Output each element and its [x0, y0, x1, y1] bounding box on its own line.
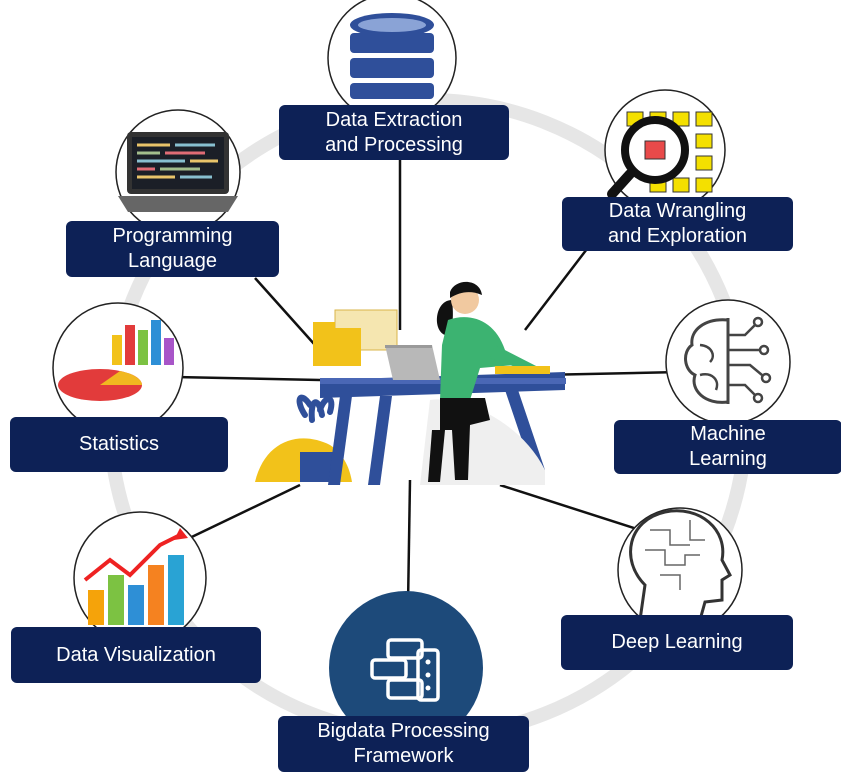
connector-viz — [174, 483, 301, 547]
connector-prog — [254, 277, 316, 346]
label-bigdata-framework-text: Bigdata Processing Framework — [317, 720, 490, 767]
laptop-code-icon — [115, 109, 241, 235]
label-machine-learning-text: Machine Learning — [689, 423, 767, 470]
connector-stats — [174, 375, 321, 382]
database-icon — [327, 0, 457, 123]
label-bigdata-framework: Bigdata Processing Framework — [278, 716, 529, 772]
label-deep-learning: Deep Learning — [561, 615, 793, 670]
pie-bar-chart-icon — [52, 302, 184, 434]
magnifier-grid-icon — [604, 89, 726, 211]
central-illustration — [255, 281, 566, 485]
head-circuit-icon — [617, 507, 743, 633]
brain-circuit-icon — [665, 299, 791, 425]
label-data-wrangling: Data Wrangling and Exploration — [562, 197, 793, 251]
label-data-visualization-text: Data Visualization — [56, 643, 216, 666]
label-programming-language-text: Programming Language — [112, 225, 233, 272]
label-data-wrangling-text: Data Wrangling and Exploration — [608, 200, 747, 247]
label-data-extraction: Data Extraction and Processing — [279, 105, 509, 160]
connector-wrangling — [524, 244, 591, 331]
label-data-extraction-text: Data Extraction and Processing — [325, 108, 463, 156]
connector-bigdata — [406, 479, 412, 606]
label-data-visualization: Data Visualization — [11, 627, 261, 683]
label-deep-learning-text: Deep Learning — [611, 631, 743, 653]
label-statistics: Statistics — [10, 417, 228, 472]
server-stack-icon — [329, 591, 483, 745]
connector-dl — [499, 483, 641, 532]
label-machine-learning: Machine Learning — [614, 420, 841, 474]
label-statistics-text: Statistics — [78, 433, 160, 455]
label-programming-language: Programming Language — [66, 221, 279, 277]
bar-chart-trend-icon — [73, 511, 207, 645]
